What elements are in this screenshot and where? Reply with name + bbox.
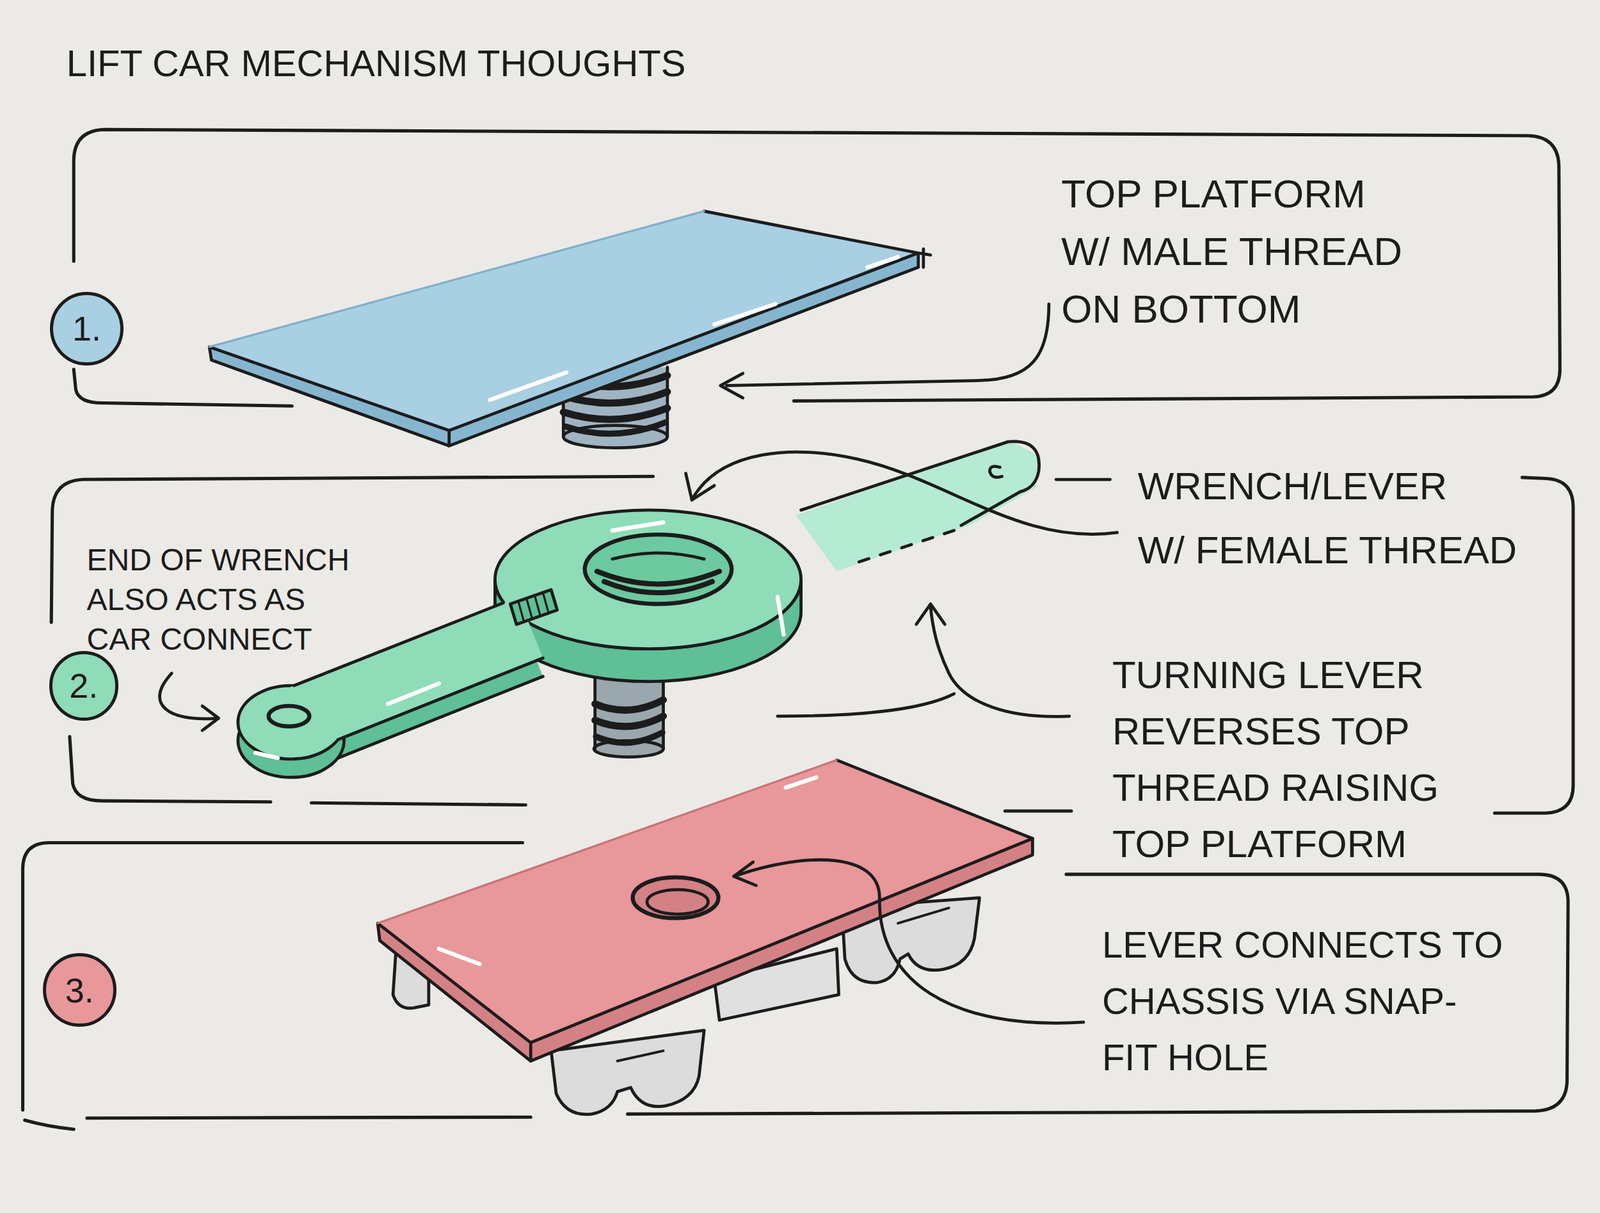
text-line: END OF WRENCH	[87, 540, 351, 580]
page-title: LIFT CAR MECHANISM THOUGHTS	[66, 40, 687, 86]
wrench-leader	[1056, 478, 1110, 482]
annotation-note: WRENCH/LEVER W/ FEMALE THREAD	[1137, 454, 1517, 583]
chassis	[377, 759, 1033, 1115]
chassis	[647, 889, 709, 914]
chassis-leader	[733, 859, 1084, 1023]
text-line: CHASSIS VIA SNAP-	[1102, 972, 1503, 1030]
chassis	[897, 907, 950, 923]
wrench-lever	[961, 491, 1021, 526]
wrench-leader	[777, 693, 955, 717]
panel-frame	[1004, 809, 1072, 813]
platform-leader	[726, 304, 1049, 386]
text-line: THREAD RAISING	[1112, 759, 1439, 816]
wrench-leader	[916, 604, 946, 625]
wrench-lever	[597, 571, 720, 585]
platform-leader	[720, 304, 1049, 399]
text-line: W/ MALE THREAD	[1061, 222, 1403, 281]
top-platform	[447, 430, 451, 447]
callout-number: 2.	[69, 668, 98, 703]
text-line: W/ FEMALE THREAD	[1137, 518, 1517, 583]
wrench-lever	[584, 534, 733, 604]
text-line: ON BOTTOM	[1061, 280, 1403, 338]
text-line: LEVER CONNECTS TO	[1102, 916, 1503, 973]
wrench-lever	[293, 602, 504, 686]
panel-frame	[1494, 477, 1574, 813]
text-line: REVERSES TOP	[1112, 703, 1439, 760]
chassis	[439, 776, 817, 964]
chassis	[617, 1050, 664, 1062]
panel-frame	[87, 1116, 531, 1119]
wrench-lever	[510, 589, 557, 624]
male-thread	[565, 422, 665, 434]
wrench-lever	[268, 705, 310, 727]
wrench-lever	[238, 440, 1041, 778]
wrench-leader	[930, 606, 1070, 717]
callout-number: 1.	[72, 311, 102, 346]
wrench-lever	[851, 530, 954, 565]
wrench-lever	[279, 596, 544, 753]
text-line: FIT HOLE	[1102, 1029, 1503, 1086]
chassis	[377, 759, 837, 923]
callout-number: 3.	[65, 972, 95, 1008]
top-platform	[209, 211, 704, 347]
text-line: CAR CONNECT	[87, 619, 351, 660]
male-thread	[563, 408, 668, 420]
text-line: TOP PLATFORM	[1112, 816, 1439, 873]
top-platform	[209, 252, 919, 446]
callout-number-circle: 3.	[42, 952, 117, 1027]
text-line: LIFT CAR MECHANISM THOUGHTS	[66, 40, 687, 86]
top-platform	[489, 257, 898, 400]
chassis-leader	[733, 862, 756, 886]
text-line: WRENCH/LEVER	[1137, 454, 1517, 519]
wrench-lever	[796, 440, 1042, 572]
chassis	[377, 838, 1033, 1061]
panel-frame	[23, 129, 1574, 1129]
annotation-note: TOP PLATFORM W/ MALE THREAD ON BOTTOM	[1061, 165, 1403, 338]
wrench-lever	[595, 732, 663, 743]
wrench-lever	[604, 581, 713, 593]
annotation-note: TURNING LEVER REVERSES TOP THREAD RAISIN…	[1112, 647, 1439, 873]
wrench-leader	[691, 451, 1118, 535]
wrench-lever	[337, 657, 543, 740]
callout-number-circle: 2.	[49, 650, 119, 720]
wrench-leader	[685, 473, 715, 500]
text-line: TURNING LEVER	[1112, 647, 1439, 704]
text-line: TOP PLATFORM	[1061, 165, 1403, 223]
wrench-lever	[595, 699, 664, 710]
panel-frame	[24, 1120, 75, 1129]
wrench-lever	[595, 716, 664, 727]
wrench-lever	[989, 466, 1002, 478]
top-platform	[209, 211, 931, 447]
platform-leader	[720, 373, 744, 398]
chassis-leader	[736, 859, 1084, 1023]
callout-number-circle: 1.	[49, 291, 124, 366]
text-line: ALSO ACTS AS	[87, 579, 351, 620]
chassis	[529, 1042, 533, 1062]
chassis	[836, 759, 1033, 839]
wrench-lever	[612, 552, 704, 560]
annotation-note: LEVER CONNECTS TO CHASSIS VIA SNAP-FIT H…	[1102, 916, 1503, 1086]
panel-frame	[311, 802, 527, 805]
wrench-lever	[494, 510, 801, 649]
annotation-note: END OF WRENCH ALSO ACTS AS CAR CONNECT	[87, 540, 351, 660]
wrench-leader	[202, 705, 219, 731]
wrench-lever	[518, 592, 548, 621]
chassis	[632, 877, 719, 919]
